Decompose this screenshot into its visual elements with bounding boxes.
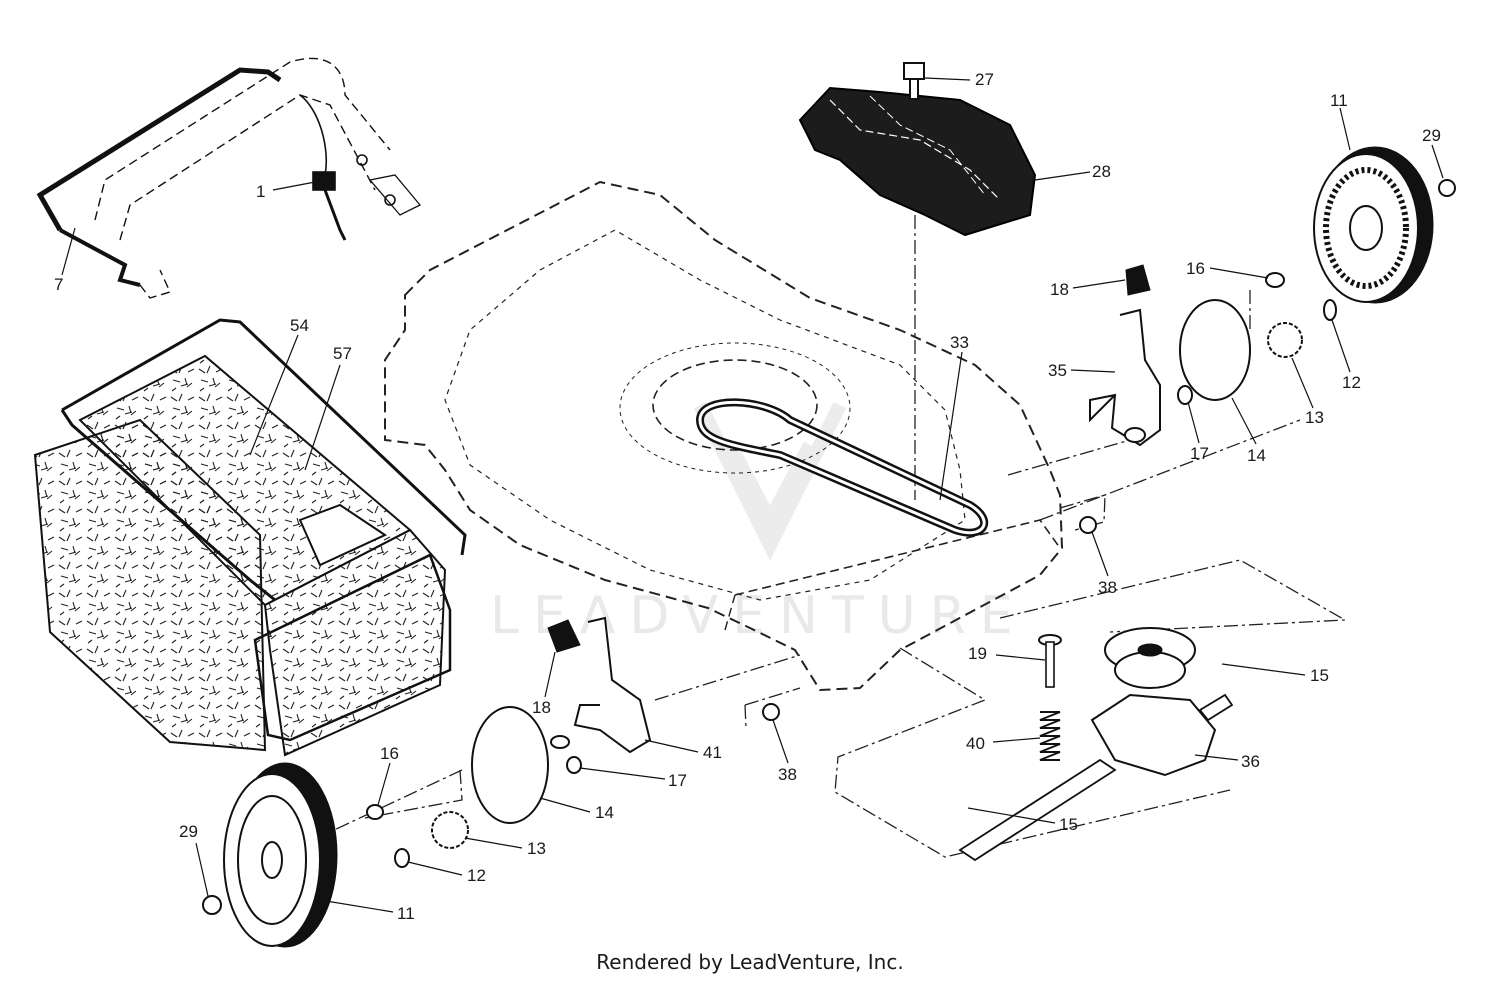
- callout-41: 41: [703, 743, 722, 762]
- callout-19: 19: [968, 644, 987, 663]
- callout-12-left: 12: [467, 866, 486, 885]
- callout-29-left: 29: [179, 822, 198, 841]
- callout-38-right: 38: [1098, 578, 1117, 597]
- handle: [36, 57, 422, 299]
- cable-assembly: [299, 94, 396, 241]
- callout-57: 57: [333, 344, 352, 363]
- callout-7: 7: [54, 275, 63, 294]
- callout-15-upper: 15: [1310, 666, 1329, 685]
- height-adjuster-right: [1089, 264, 1161, 447]
- callout-28: 28: [1092, 162, 1111, 181]
- callout-13-right: 13: [1305, 408, 1324, 427]
- callout-labels: 1 7 54 57 27 28 33 18 35 16 11 29 12 13 …: [54, 70, 1441, 923]
- callout-16-left: 16: [380, 744, 399, 763]
- callout-17-left: 17: [668, 771, 687, 790]
- callout-14-left: 14: [595, 803, 614, 822]
- callout-54: 54: [290, 316, 309, 335]
- callout-40: 40: [966, 734, 985, 753]
- callout-36: 36: [1241, 752, 1260, 771]
- callout-38-left: 38: [778, 765, 797, 784]
- left-wheel-assembly: [202, 516, 1097, 948]
- drive-belt: [695, 398, 989, 537]
- callout-13-left: 13: [527, 839, 546, 858]
- grass-bag: [33, 318, 467, 757]
- callout-1: 1: [256, 182, 265, 201]
- callout-35: 35: [1048, 361, 1067, 380]
- callout-18-right: 18: [1050, 280, 1069, 299]
- callout-14-right: 14: [1247, 446, 1266, 465]
- callout-18-left: 18: [532, 698, 551, 717]
- bolt-spring: [1038, 634, 1062, 761]
- callout-33: 33: [950, 333, 969, 352]
- callout-17-right: 17: [1190, 444, 1209, 463]
- belt-cover: [798, 86, 1037, 237]
- right-wheel-assembly: [1177, 146, 1456, 405]
- transmission: [958, 627, 1234, 862]
- height-adjuster-left: [547, 616, 652, 754]
- callout-15-lower: 15: [1059, 815, 1078, 834]
- leader-lines: [61, 77, 1444, 913]
- callout-12-right: 12: [1342, 373, 1361, 392]
- cover-bolt: [903, 62, 925, 100]
- callout-16-right: 16: [1186, 259, 1205, 278]
- callout-27: 27: [975, 70, 994, 89]
- callout-11-right: 11: [1330, 91, 1348, 110]
- mower-deck: [384, 180, 1064, 692]
- callout-29-right: 29: [1422, 126, 1441, 145]
- render-caption: Rendered by LeadVenture, Inc.: [596, 950, 904, 974]
- callout-11-left: 11: [397, 904, 415, 923]
